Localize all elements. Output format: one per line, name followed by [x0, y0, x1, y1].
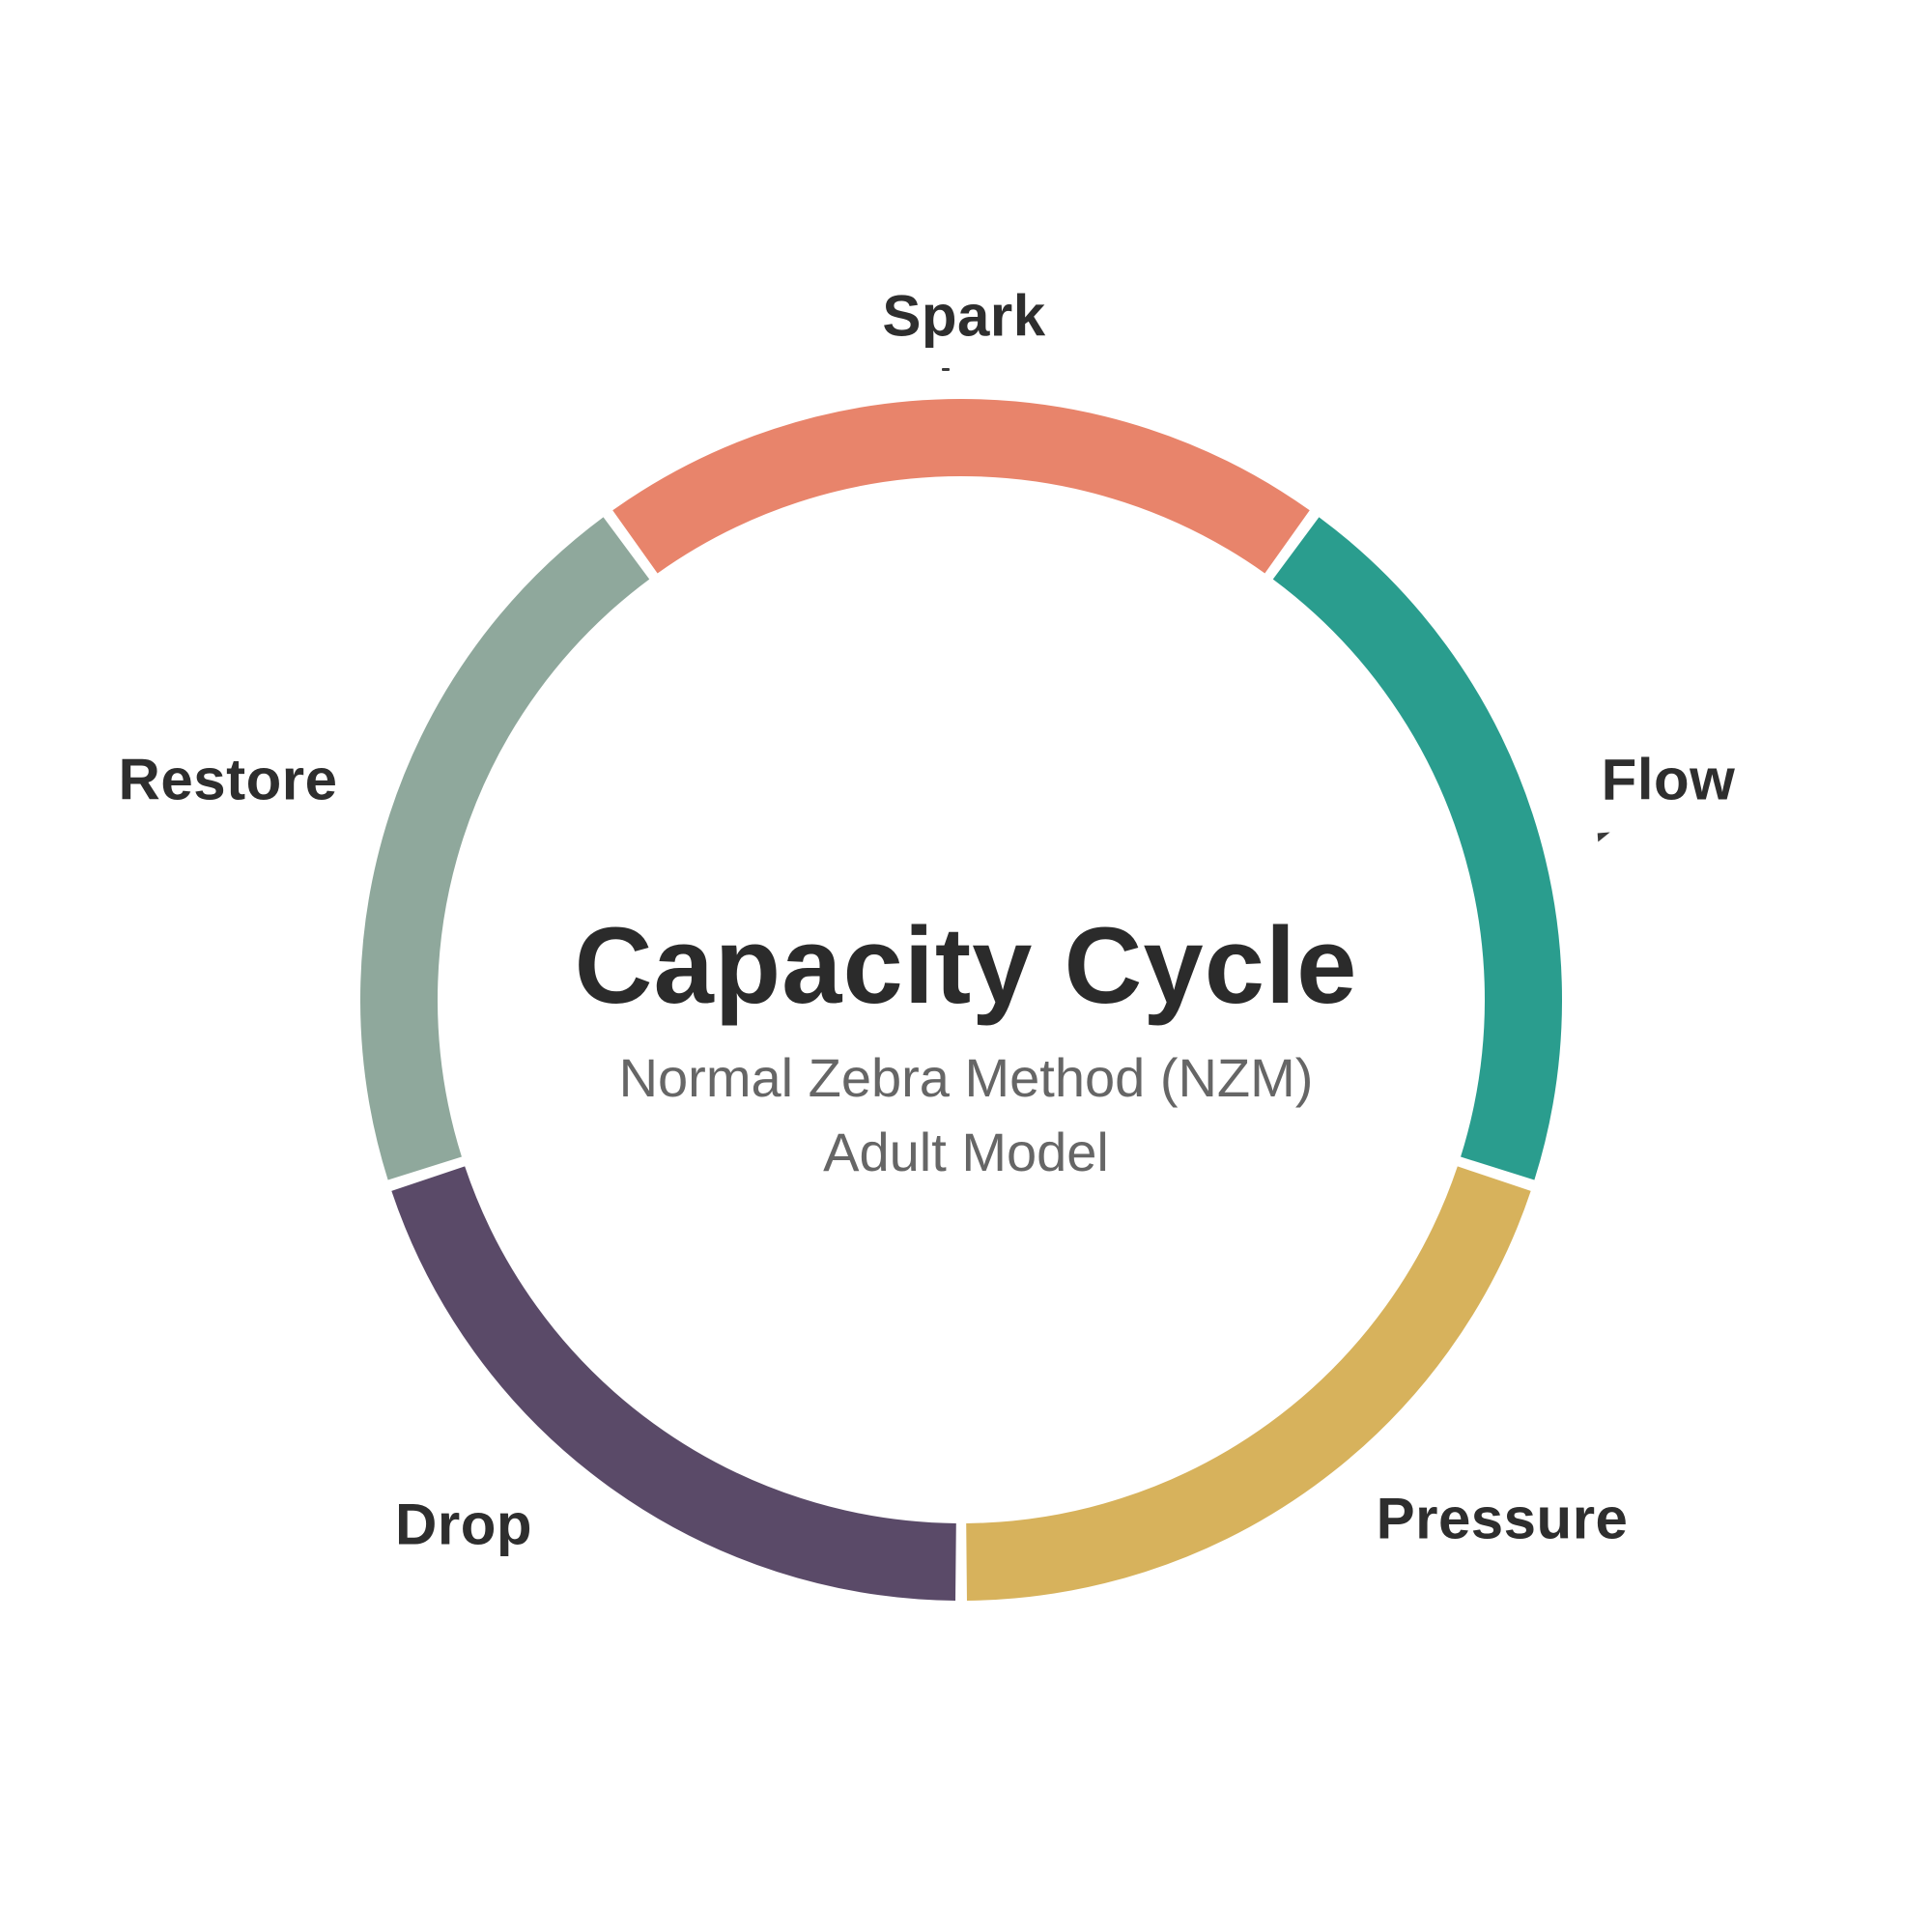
segment-label-drop: Drop — [395, 1492, 532, 1557]
ring-segment-drop — [391, 1166, 956, 1601]
ring-segment-restore — [360, 517, 650, 1180]
diagram-subtitle-line2: Adult Model — [823, 1122, 1109, 1183]
diagram-subtitle-line1: Normal Zebra Method (NZM) — [618, 1047, 1314, 1109]
diagram-subtitle: Normal Zebra Method (NZM) Adult Model — [386, 1040, 1546, 1190]
ring-segment-spark — [612, 399, 1310, 574]
segment-label-restore: Restore — [118, 747, 338, 812]
ring-segment-flow — [1272, 517, 1562, 1180]
stray-mark-near-flow — [1597, 832, 1611, 842]
stray-mark-near-spark — [942, 368, 950, 371]
segment-label-pressure: Pressure — [1376, 1486, 1629, 1551]
segment-label-spark: Spark — [882, 283, 1046, 349]
ring-segment-pressure — [966, 1166, 1531, 1601]
center-text-block: Capacity Cycle Normal Zebra Method (NZM)… — [386, 906, 1546, 1190]
diagram-title: Capacity Cycle — [574, 905, 1358, 1026]
segment-label-flow: Flow — [1601, 747, 1736, 812]
